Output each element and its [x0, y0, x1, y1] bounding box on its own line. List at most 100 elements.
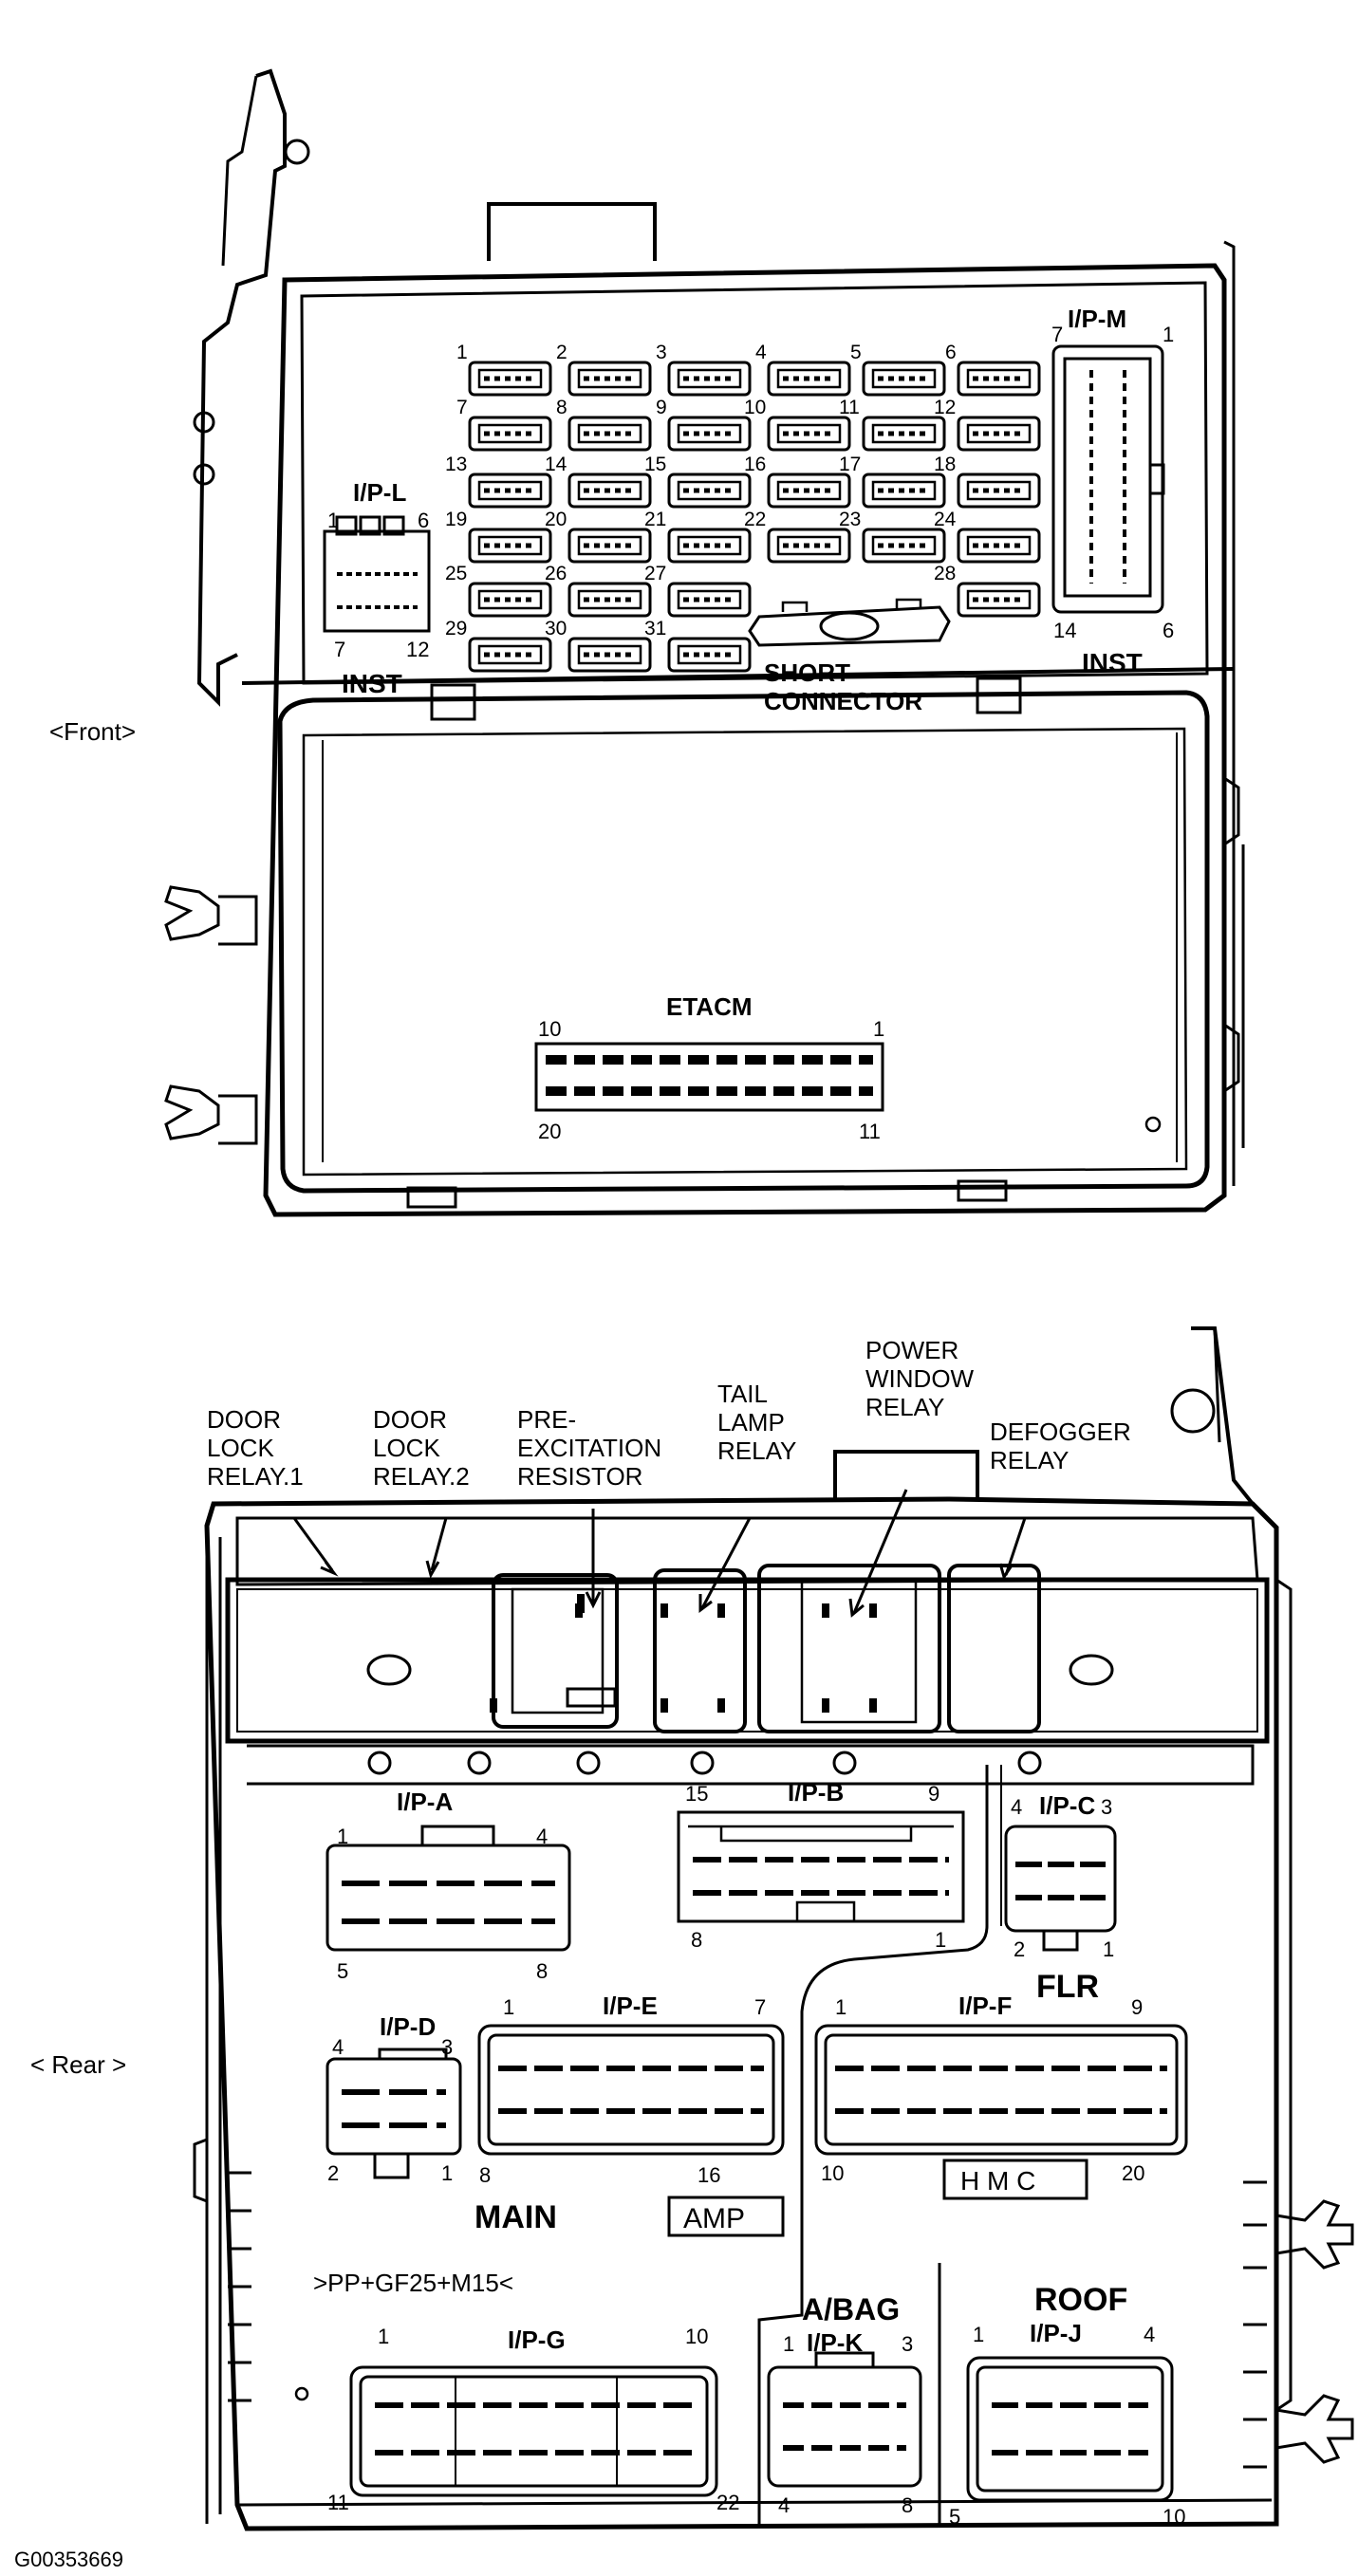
ipj-label: I/P-J: [1030, 2319, 1082, 2347]
ipc-pin-3: 3: [1101, 1795, 1112, 1819]
fuse-number: 1: [456, 342, 468, 363]
fuse-number: 17: [839, 454, 861, 475]
material-code: >PP+GF25+M15<: [313, 2269, 513, 2297]
fuse: [667, 582, 752, 618]
ipl-pin-12: 12: [406, 638, 429, 661]
amp-mark: AMP: [683, 2203, 745, 2234]
fuse: [567, 528, 652, 564]
fuse-number: 13: [445, 454, 467, 475]
pre-excitation-l1: PRE-: [517, 1405, 576, 1434]
rear-caption: < Rear >: [30, 2050, 126, 2079]
short-connector-line1: SHORT: [764, 658, 850, 687]
ipm-pin-7: 7: [1051, 323, 1063, 346]
abag-label: A/BAG: [802, 2292, 900, 2326]
ipm-pin-6: 6: [1163, 619, 1174, 642]
clip-icon: [1274, 2199, 1354, 2464]
pre-excitation-l2: EXCITATION: [517, 1434, 661, 1462]
fuse: [567, 473, 652, 509]
ipk-label: I/P-K: [807, 2328, 863, 2357]
ipm-label: I/P-M: [1068, 305, 1126, 333]
ipk-pin-1: 1: [783, 2332, 794, 2356]
ipl-pin-7: 7: [334, 638, 345, 661]
ipk-connector: [767, 2351, 922, 2488]
fuse-number: 3: [656, 342, 667, 363]
flr-label: FLR: [1036, 1969, 1099, 2005]
fuse: [567, 637, 652, 673]
ipg-pin-22: 22: [716, 2491, 739, 2514]
fuse-number: 7: [456, 397, 468, 418]
ipc-pin-2: 2: [1014, 1937, 1025, 1961]
fuse-number: 21: [644, 509, 666, 530]
fuse: [468, 473, 552, 509]
ipk-pin-3: 3: [902, 2332, 913, 2356]
front-view: [164, 68, 1245, 1217]
door-lock-relay1-l1: DOOR: [207, 1405, 281, 1434]
fuse-number: 9: [656, 397, 667, 418]
figure-id: G00353669: [14, 2548, 123, 2571]
fuse: [468, 637, 552, 673]
ipd-pin-4: 4: [332, 2035, 344, 2059]
fuse-number: 14: [545, 454, 567, 475]
ipd-connector: [326, 2048, 462, 2179]
labels: <Front> I/P-M 7 1 14 6 INST I/P-L 1 6 7 …: [14, 305, 1185, 2571]
crosshair-mark-icon: [294, 2386, 309, 2401]
tail-lamp-l3: RELAY: [717, 1436, 796, 1465]
fuse: [957, 416, 1041, 452]
ipm-inst: INST: [1082, 648, 1143, 677]
fuse-grid: [468, 361, 1041, 673]
ipb-pin-8: 8: [691, 1928, 702, 1952]
fuse-number: 16: [744, 454, 766, 475]
fuse-number: 27: [644, 563, 666, 584]
fuse-number: 2: [556, 342, 567, 363]
ipg-connector: [349, 2365, 718, 2497]
fuse: [468, 582, 552, 618]
ipd-pin-1: 1: [441, 2161, 453, 2185]
ipk-pin-8: 8: [902, 2493, 913, 2517]
fuse-number: 19: [445, 509, 467, 530]
roof-label: ROOF: [1034, 2282, 1127, 2318]
fuse: [862, 473, 946, 509]
fuse: [767, 473, 851, 509]
ipl-pin-1: 1: [327, 509, 339, 532]
tail-lamp-l1: TAIL: [717, 1380, 768, 1408]
etacm-pin-11: 11: [859, 1120, 881, 1143]
fuse: [957, 361, 1041, 397]
fuse-number: 24: [934, 509, 957, 530]
door-lock-relay2-l1: DOOR: [373, 1405, 447, 1434]
ipm-pin-1: 1: [1163, 323, 1174, 346]
ipa-label: I/P-A: [397, 1788, 453, 1816]
hmc-mark-box: [942, 2159, 1088, 2200]
fuse: [468, 528, 552, 564]
fuse: [567, 361, 652, 397]
rear-view: [193, 1326, 1354, 2531]
ipf-pin-9: 9: [1131, 1995, 1143, 2019]
ipc-pin-4: 4: [1011, 1795, 1022, 1819]
fuse-number: 20: [545, 509, 567, 530]
short-connector-line2: CONNECTOR: [764, 687, 922, 715]
fuse: [862, 361, 946, 397]
fuse: [667, 528, 752, 564]
fuse: [667, 637, 752, 673]
main-label: MAIN: [474, 2199, 557, 2235]
fuse: [767, 361, 851, 397]
fuse-number: 31: [644, 618, 666, 639]
fuse-number: 18: [934, 454, 956, 475]
door-lock-relay2-l2: LOCK: [373, 1434, 440, 1462]
ipf-connector: [814, 2024, 1188, 2156]
fuse-number: 4: [755, 342, 767, 363]
callout-arrows: [292, 1489, 1027, 1618]
fuse-number: 25: [445, 563, 467, 584]
fuse-number: 5: [850, 342, 862, 363]
ipf-pin-20: 20: [1122, 2161, 1144, 2185]
fuse: [767, 416, 851, 452]
fuse: [468, 416, 552, 452]
fuse: [862, 416, 946, 452]
fuse-number: 8: [556, 397, 567, 418]
fuse: [567, 582, 652, 618]
defogger-l2: RELAY: [990, 1446, 1069, 1474]
pre-excitation-l3: RESISTOR: [517, 1462, 642, 1491]
ipl-pin-6: 6: [418, 509, 429, 532]
fuse: [667, 416, 752, 452]
